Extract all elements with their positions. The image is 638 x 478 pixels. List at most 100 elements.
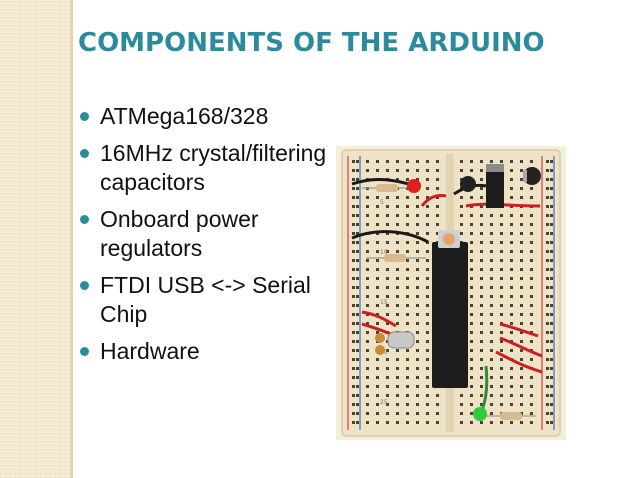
breadboard-hole xyxy=(530,394,533,397)
breadboard-hole xyxy=(550,322,553,325)
breadboard-hole xyxy=(396,349,399,352)
breadboard-hole xyxy=(356,412,359,415)
breadboard-hole xyxy=(546,205,549,208)
breadboard-hole xyxy=(470,421,473,424)
breadboard-hole xyxy=(480,205,483,208)
breadboard-hole xyxy=(460,196,463,199)
breadboard-hole xyxy=(480,367,483,370)
breadboard-hole xyxy=(470,160,473,163)
breadboard-hole xyxy=(386,394,389,397)
breadboard-hole xyxy=(416,250,419,253)
breadboard-hole xyxy=(490,358,493,361)
breadboard-hole xyxy=(416,358,419,361)
breadboard-hole xyxy=(510,304,513,307)
breadboard-hole xyxy=(396,223,399,226)
breadboard-hole xyxy=(530,268,533,271)
bullet-icon xyxy=(80,112,89,121)
breadboard-hole xyxy=(490,394,493,397)
breadboard-hole xyxy=(470,223,473,226)
breadboard-hole xyxy=(500,349,503,352)
breadboard-hole xyxy=(530,196,533,199)
breadboard-photo: 5 10 15 20 25 xyxy=(336,146,566,440)
resistor xyxy=(486,412,536,420)
breadboard-hole xyxy=(416,169,419,172)
breadboard-hole xyxy=(546,358,549,361)
breadboard-hole xyxy=(530,214,533,217)
breadboard-hole xyxy=(530,250,533,253)
breadboard-hole xyxy=(386,385,389,388)
breadboard-hole xyxy=(546,187,549,190)
breadboard-hole xyxy=(520,286,523,289)
breadboard-hole xyxy=(406,250,409,253)
regulator-tab xyxy=(486,164,504,172)
breadboard-hole xyxy=(436,214,439,217)
breadboard-hole xyxy=(530,340,533,343)
breadboard-hole xyxy=(470,403,473,406)
breadboard-hole xyxy=(500,232,503,235)
breadboard-hole xyxy=(376,295,379,298)
breadboard-hole xyxy=(520,259,523,262)
breadboard-hole xyxy=(396,412,399,415)
breadboard-hole xyxy=(416,304,419,307)
breadboard-hole xyxy=(352,178,355,181)
breadboard-hole xyxy=(352,259,355,262)
breadboard-hole xyxy=(510,331,513,334)
breadboard-hole xyxy=(386,250,389,253)
breadboard-hole xyxy=(470,268,473,271)
crystal-oscillator xyxy=(387,331,415,349)
breadboard-hole xyxy=(500,286,503,289)
breadboard-hole xyxy=(470,277,473,280)
breadboard-hole xyxy=(366,394,369,397)
ceramic-capacitor xyxy=(375,345,385,355)
row-number: 25 xyxy=(380,399,388,406)
breadboard-hole xyxy=(546,259,549,262)
breadboard-hole xyxy=(436,394,439,397)
breadboard-hole xyxy=(356,376,359,379)
breadboard-hole xyxy=(426,376,429,379)
breadboard-hole xyxy=(386,160,389,163)
breadboard-hole xyxy=(366,241,369,244)
breadboard-hole xyxy=(426,214,429,217)
breadboard-hole xyxy=(366,268,369,271)
bullet-icon xyxy=(80,281,89,290)
breadboard-hole xyxy=(500,331,503,334)
breadboard-hole xyxy=(376,331,379,334)
breadboard-hole xyxy=(470,286,473,289)
breadboard-hole xyxy=(490,214,493,217)
breadboard-hole xyxy=(416,367,419,370)
breadboard-hole xyxy=(490,313,493,316)
breadboard-hole xyxy=(546,394,549,397)
breadboard-hole xyxy=(500,385,503,388)
breadboard-hole xyxy=(480,376,483,379)
breadboard-hole xyxy=(520,340,523,343)
breadboard-hole xyxy=(386,169,389,172)
breadboard-hole xyxy=(510,277,513,280)
breadboard-hole xyxy=(550,205,553,208)
breadboard-hole xyxy=(366,421,369,424)
breadboard-hole xyxy=(480,196,483,199)
breadboard-hole xyxy=(406,268,409,271)
breadboard-hole xyxy=(530,187,533,190)
breadboard-hole xyxy=(480,268,483,271)
breadboard-hole xyxy=(490,421,493,424)
breadboard-hole xyxy=(352,214,355,217)
breadboard-hole xyxy=(352,196,355,199)
breadboard-hole xyxy=(490,349,493,352)
breadboard-hole xyxy=(352,286,355,289)
breadboard-hole xyxy=(426,160,429,163)
bullet-icon xyxy=(80,215,89,224)
breadboard-hole xyxy=(480,385,483,388)
breadboard-hole xyxy=(520,277,523,280)
breadboard-hole xyxy=(356,241,359,244)
breadboard-hole xyxy=(396,178,399,181)
breadboard-hole xyxy=(550,412,553,415)
breadboard-hole xyxy=(352,367,355,370)
breadboard-hole xyxy=(386,286,389,289)
breadboard-hole xyxy=(460,403,463,406)
breadboard-hole xyxy=(510,295,513,298)
breadboard-hole xyxy=(426,178,429,181)
breadboard-hole xyxy=(356,259,359,262)
breadboard-hole xyxy=(550,196,553,199)
breadboard-hole xyxy=(376,376,379,379)
breadboard-hole xyxy=(490,250,493,253)
